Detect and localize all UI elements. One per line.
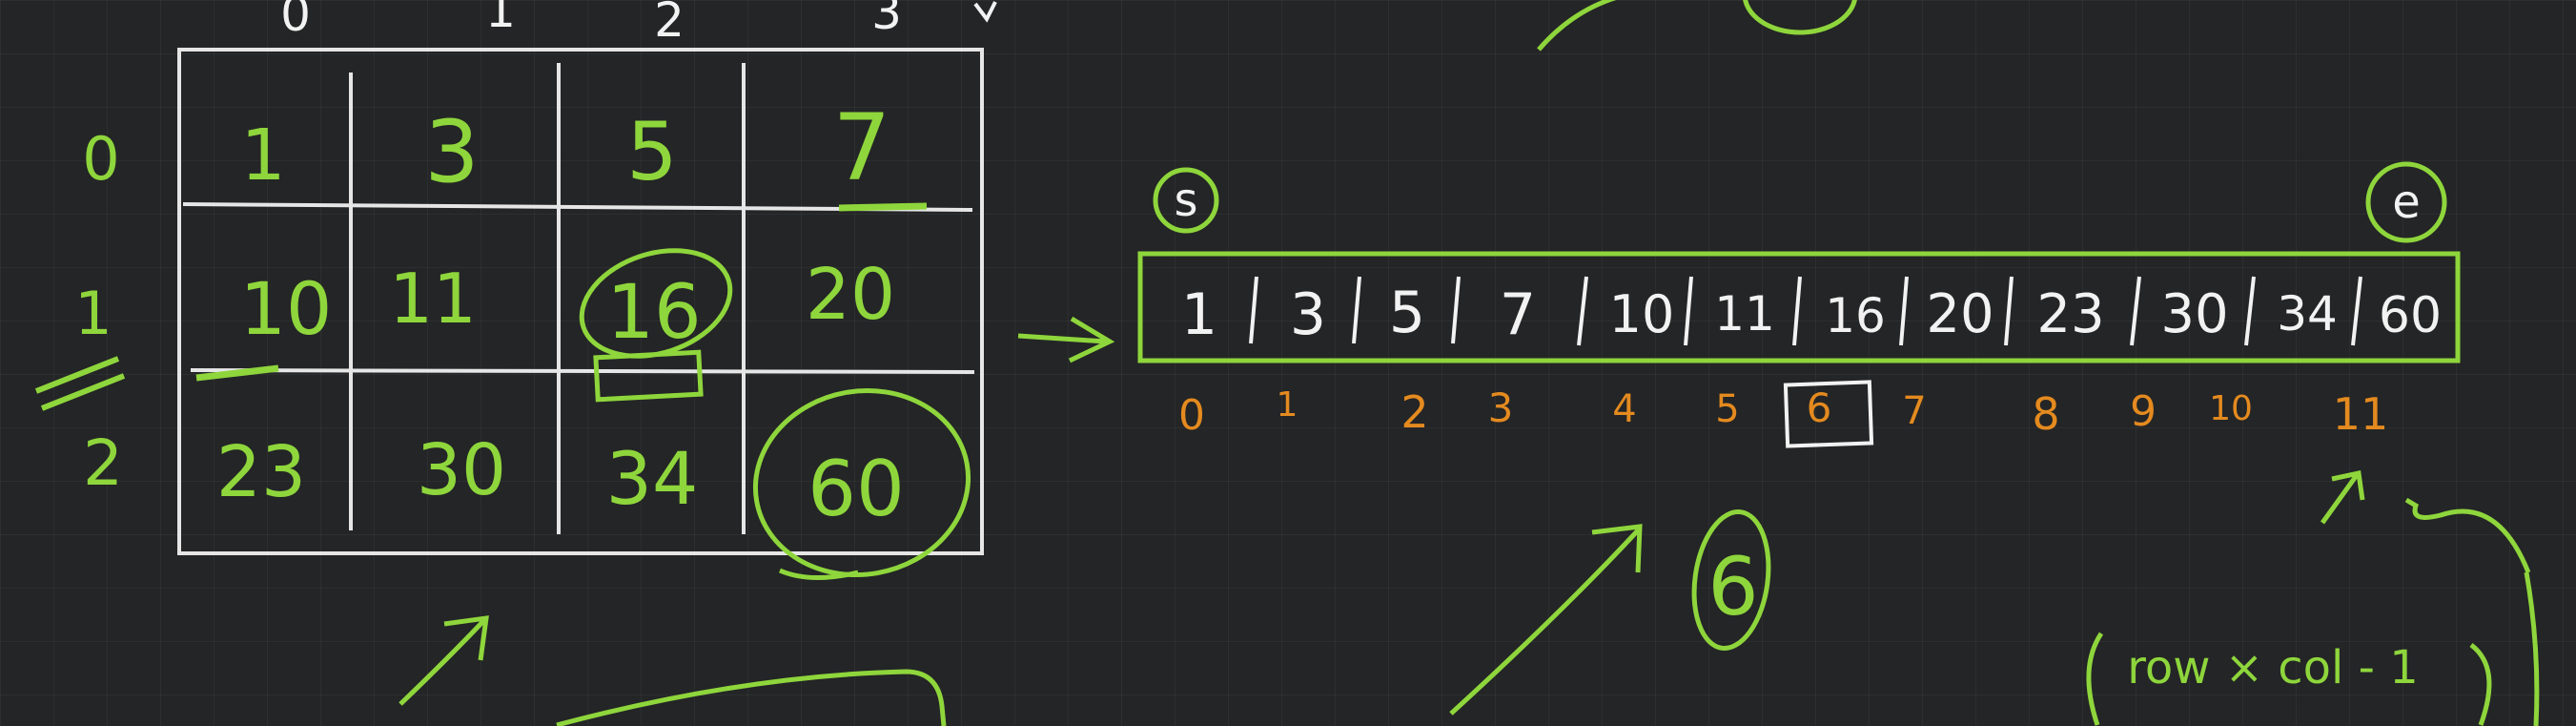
- array-index-2: 2: [1400, 386, 1428, 438]
- cell-16-circle: [579, 248, 733, 359]
- cell-60-circle-tail: [778, 568, 859, 580]
- cell-10-underline: [195, 364, 279, 382]
- array-value-5: 11: [1714, 286, 1775, 342]
- last-index-arrow: [2320, 469, 2365, 525]
- matrix-cell-2-1: 30: [417, 429, 506, 511]
- matrix-cell-2-2: 34: [606, 436, 699, 521]
- array-index-4: 4: [1612, 387, 1636, 431]
- array-index-7: 7: [1902, 389, 1926, 433]
- matrix-cell-0-1: 3: [424, 102, 479, 202]
- matrix-cell-2-3: 60: [808, 445, 905, 533]
- array-value-4: 10: [1609, 284, 1675, 344]
- flatten-arrow: [1017, 316, 1115, 363]
- matrix-diagram: 0 1 2 3 0 1 2 1 3 5 7 10 11 16 20: [34, 0, 997, 726]
- array-index-8: 8: [2032, 388, 2059, 440]
- cell-7-underline: [838, 202, 928, 212]
- array-frame: [1137, 251, 2461, 363]
- start-marker-label: s: [1174, 174, 1197, 227]
- formula-text: row × col - 1: [2127, 641, 2419, 695]
- array-index-0: 0: [1178, 391, 1205, 440]
- end-marker-circle: [2365, 161, 2447, 243]
- array-value-3: 7: [1500, 281, 1536, 348]
- top-arrow-stroke: [1537, 0, 1617, 52]
- matrix-cell-0-3: 7: [832, 94, 890, 201]
- flat-array-diagram: s e 1 3 5 7 10 11 16 20 23 30 34: [1137, 161, 2461, 448]
- col-index-0: 0: [280, 0, 311, 42]
- matrix-cell-0-0: 1: [240, 114, 285, 197]
- matrix-cell-1-2: 16: [606, 270, 701, 356]
- matrix-row-divider-2: [190, 368, 975, 374]
- array-value-9: 30: [2160, 283, 2228, 345]
- formula-left-paren: [2086, 632, 2104, 726]
- formula-hook-arrow: [2404, 497, 2531, 573]
- mid-six-circle: [1691, 509, 1771, 651]
- row-index-2: 2: [83, 426, 123, 500]
- col-index-2: 2: [654, 0, 685, 48]
- matrix-cell-0-2: 5: [626, 105, 677, 198]
- array-index-10: 10: [2209, 389, 2253, 428]
- row-index-0: 0: [82, 124, 119, 194]
- array-value-2: 5: [1389, 280, 1425, 346]
- formula-hook-tail: [2524, 571, 2540, 726]
- array-value-6: 16: [1825, 288, 1886, 343]
- matrix-pointer-arrow: [399, 615, 489, 706]
- array-index-11: 11: [2333, 388, 2389, 440]
- index-pointer-arrow: [1449, 524, 1643, 716]
- array-value-1: 3: [1290, 281, 1326, 348]
- matrix-cell-2-0: 23: [216, 431, 306, 513]
- cell-16-box: [593, 349, 704, 403]
- matrix-border: [177, 48, 984, 555]
- formula-right-paren: [2469, 643, 2492, 726]
- col-index-3: 3: [871, 0, 902, 40]
- mid-six-label: 6: [1707, 540, 1758, 633]
- top-partial-circle: [1743, 0, 1857, 35]
- row-1-double-underline: [34, 356, 126, 411]
- matrix-cell-1-0: 10: [240, 266, 333, 351]
- matrix-cell-1-1: 11: [389, 259, 477, 339]
- array-index-1: 1: [1277, 385, 1298, 425]
- start-marker-circle: [1153, 167, 1219, 234]
- matrix-cell-1-3: 20: [806, 254, 895, 336]
- col-index-1: 1: [485, 0, 516, 38]
- col-index-3-arrow-tail: [973, 1, 997, 23]
- array-value-0: 1: [1181, 281, 1217, 348]
- array-value-11: 60: [2379, 287, 2442, 344]
- index-6-box: [1783, 380, 1874, 448]
- array-value-10: 34: [2277, 286, 2338, 342]
- array-index-5: 5: [1715, 387, 1739, 431]
- array-index-9: 9: [2130, 387, 2157, 436]
- end-marker-label: e: [2392, 176, 2421, 229]
- matrix-bottom-bracket: [556, 669, 947, 726]
- array-index-3: 3: [1488, 384, 1514, 431]
- array-value-7: 20: [1926, 283, 1993, 345]
- row-index-1: 1: [74, 279, 112, 348]
- array-value-8: 23: [2036, 283, 2104, 345]
- cell-60-circle: [752, 387, 971, 578]
- array-dividers: [1249, 276, 2362, 346]
- array-index-6: 6: [1807, 384, 1832, 431]
